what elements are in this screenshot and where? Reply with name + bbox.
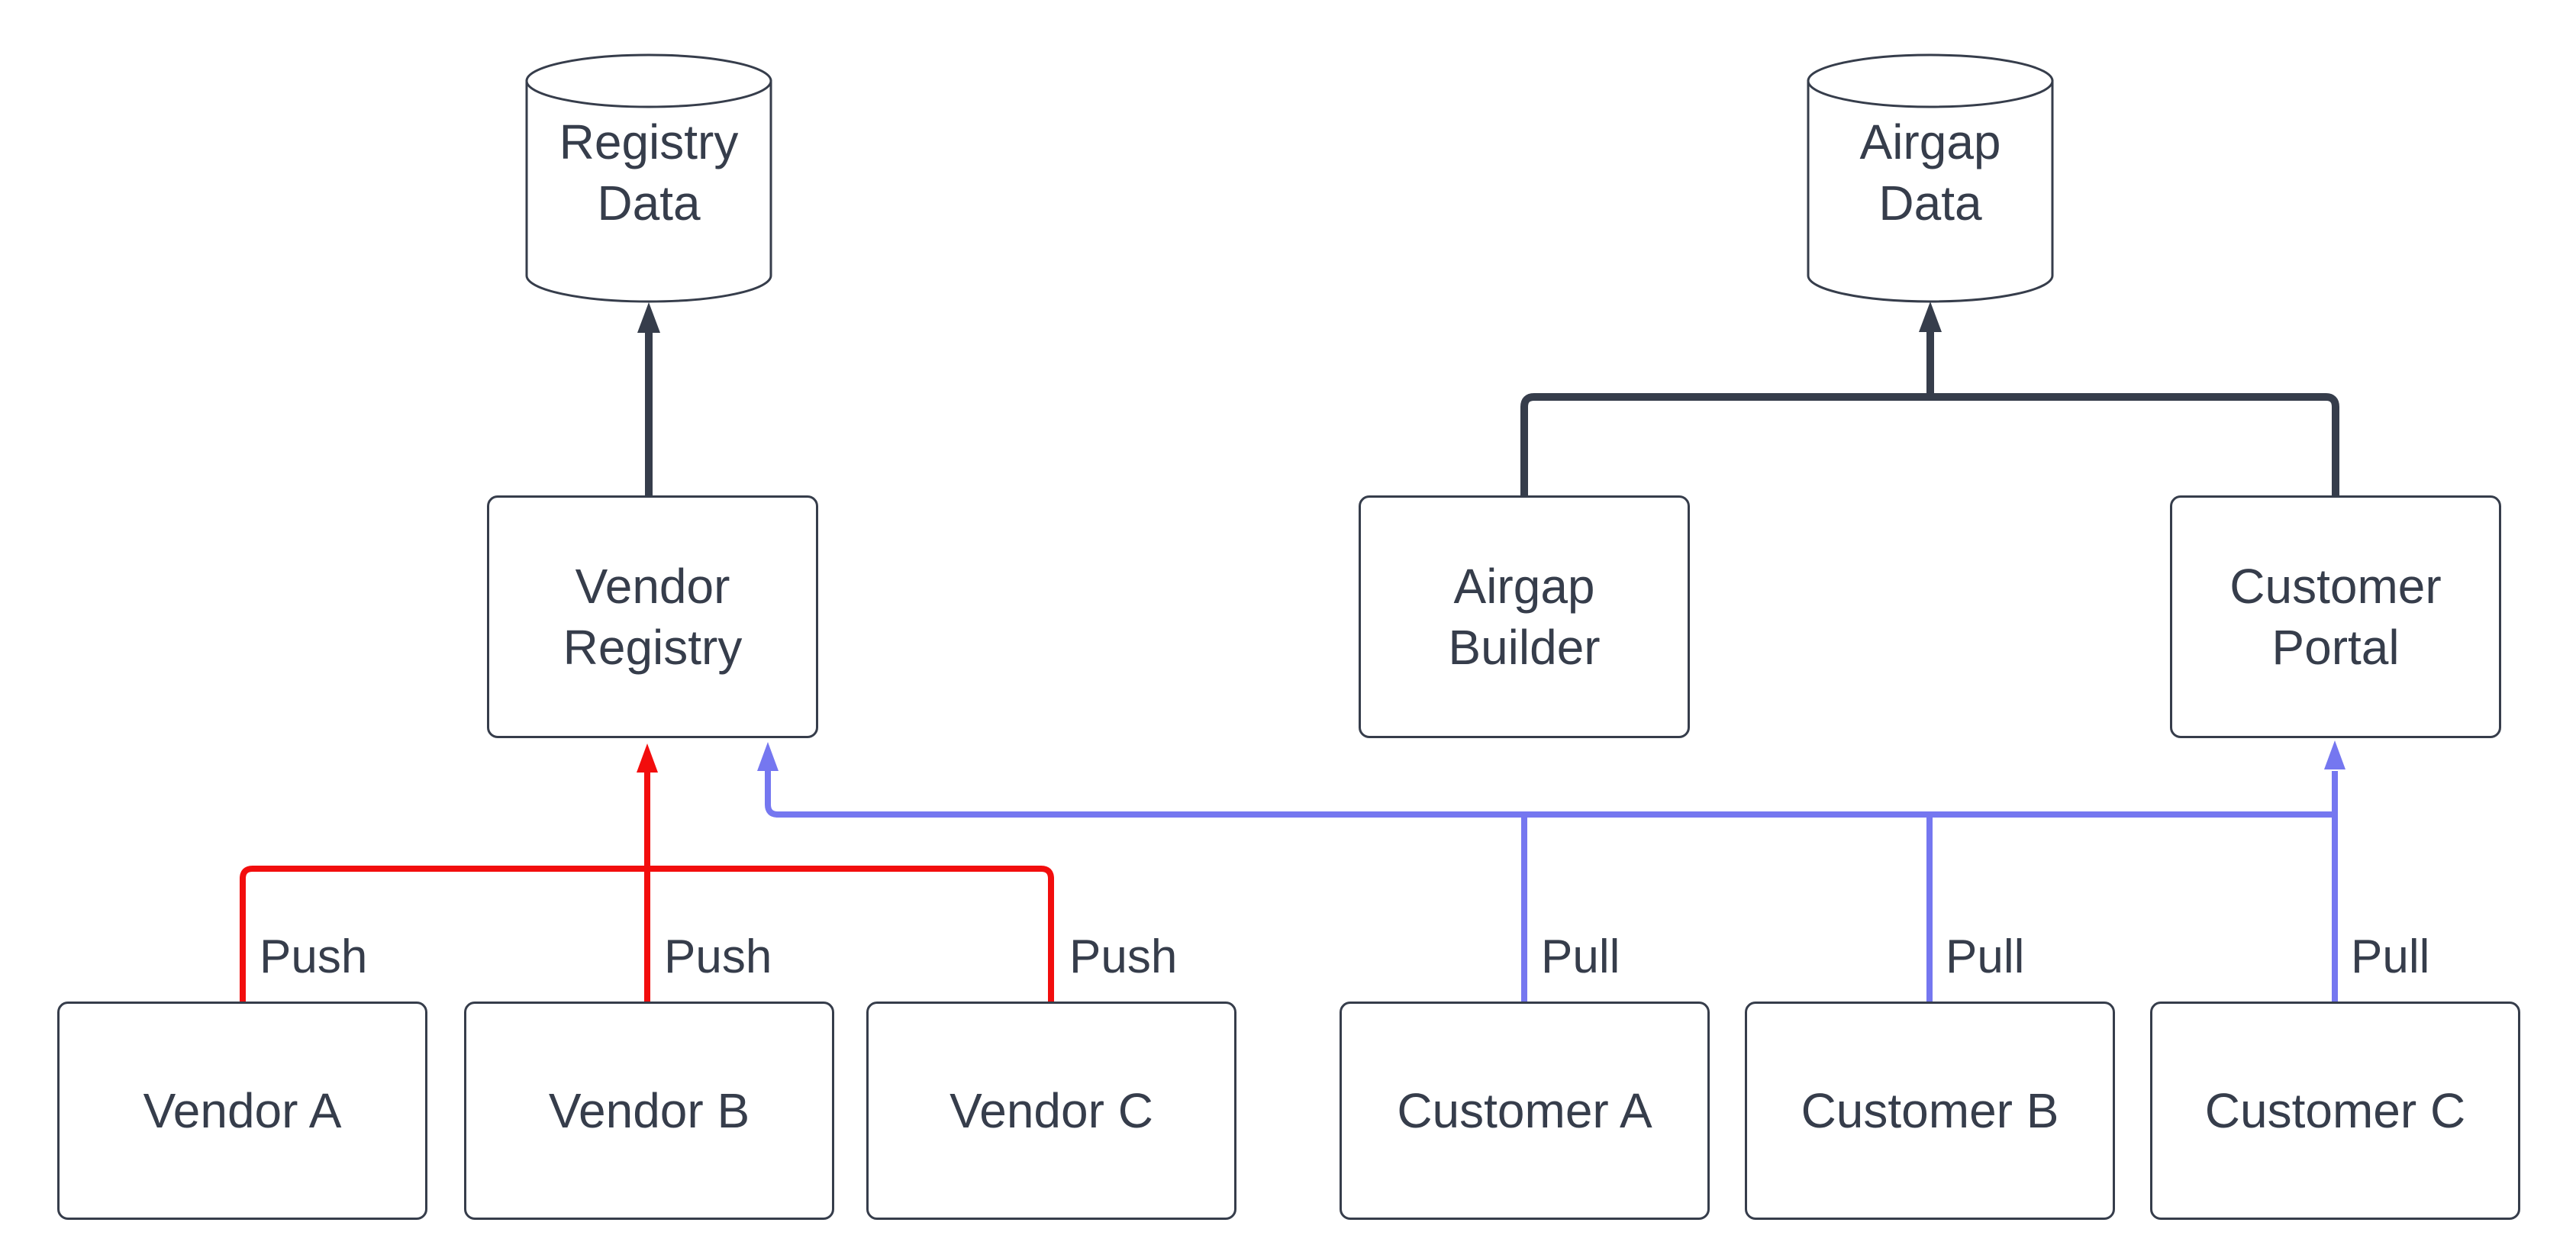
airgap-data-cylinder-body	[1807, 79, 2054, 303]
arrowhead-vendor-registry-blue	[757, 742, 779, 771]
registry-data-cylinder-top	[525, 53, 772, 108]
node-customer-b: Customer B	[1745, 1002, 2115, 1220]
edge-label-pull-customer-b: Pull	[1946, 931, 2025, 983]
node-vendor-registry: Vendor Registry	[487, 495, 818, 738]
airgap-data-cylinder-top	[1807, 53, 2054, 108]
registry-data-cylinder-body	[525, 79, 772, 303]
node-vendor-c-label: Vendor C	[949, 1083, 1153, 1138]
node-airgap-data-label: Airgap Data	[1859, 115, 2001, 231]
edge-label-push-vendor-a: Push	[260, 931, 368, 983]
arrowhead-customer-portal-blue	[2324, 740, 2345, 769]
edge-label-pull-customer-a: Pull	[1541, 931, 1620, 983]
node-vendor-a: Vendor A	[57, 1002, 427, 1220]
node-customer-b-label: Customer B	[1801, 1083, 2059, 1138]
node-vendor-b: Vendor B	[464, 1002, 834, 1220]
node-customer-a: Customer A	[1340, 1002, 1710, 1220]
edge-label-push-vendor-b: Push	[664, 931, 772, 983]
node-vendor-c: Vendor C	[866, 1002, 1236, 1220]
node-customer-portal-label: Customer Portal	[2229, 559, 2442, 675]
node-customer-a-label: Customer A	[1397, 1083, 1652, 1138]
node-vendor-a-label: Vendor A	[143, 1083, 342, 1138]
node-airgap-builder-label: Airgap Builder	[1448, 559, 1601, 675]
edge-builder-portal-bracket	[1520, 393, 2339, 495]
node-registry-data-label: Registry Data	[559, 115, 739, 231]
edge-label-push-vendor-c: Push	[1069, 931, 1178, 983]
edge-pull-trunk	[765, 771, 2335, 818]
arrowhead-airgap-data	[1919, 302, 1942, 332]
node-airgap-builder: Airgap Builder	[1359, 495, 1690, 738]
edge-label-pull-customer-c: Pull	[2351, 931, 2430, 983]
arrowhead-vendor-registry-red	[637, 744, 658, 773]
node-airgap-data: Airgap Data	[1808, 58, 2052, 287]
node-registry-data: Registry Data	[527, 58, 771, 287]
node-customer-c-label: Customer C	[2204, 1083, 2466, 1138]
node-customer-portal: Customer Portal	[2170, 495, 2501, 738]
node-customer-c: Customer C	[2150, 1002, 2520, 1220]
node-vendor-b-label: Vendor B	[548, 1083, 750, 1138]
arrowhead-registry-data	[637, 302, 660, 333]
node-vendor-registry-label: Vendor Registry	[563, 559, 743, 675]
